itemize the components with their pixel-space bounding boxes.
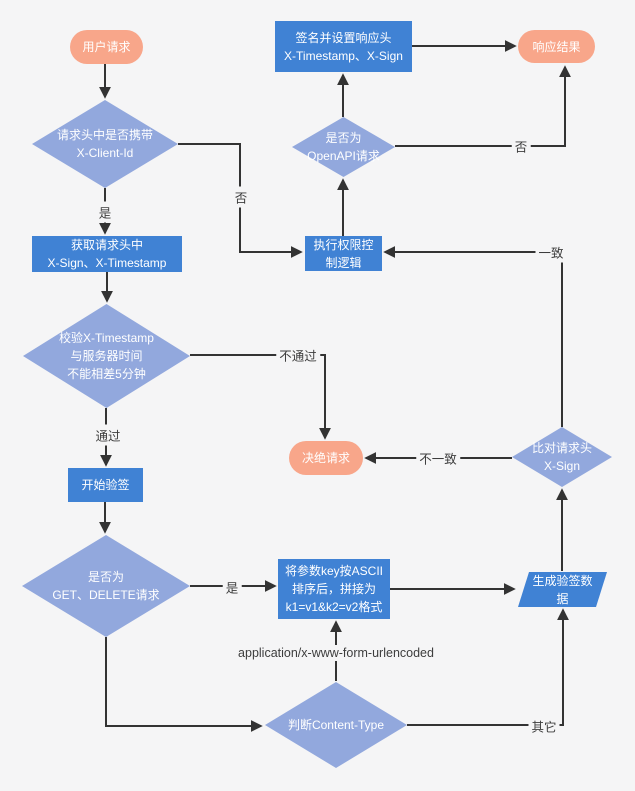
node-check-get-delete: 是否为 GET、DELETE请求: [22, 535, 190, 637]
node-start-verify: 开始验签: [68, 468, 143, 502]
edge-timestamp-fail-to-reject: [190, 354, 331, 440]
node-label: 请求头中是否携带 X-Client-Id: [56, 128, 153, 160]
node-permission-control: 执行权限控 制逻辑: [305, 236, 382, 271]
node-generate-sign-data: 生成验签数 据: [518, 572, 607, 607]
node-get-request-headers: 获取请求头中 X-Sign、X-Timestamp: [32, 236, 182, 272]
node-check-timestamp: 校验X-Timestamp 与服务器时间 不能相差5分钟: [23, 304, 190, 408]
edge-label-yes-method: 是: [222, 576, 242, 598]
edge-label-no-openapi: 否: [511, 135, 531, 157]
process-shape: [32, 236, 182, 272]
node-label: 生成验签数 据: [532, 573, 593, 606]
node-sort-params: 将参数key按ASCII 排序后，拼接为 k1=v1&k2=v2格式: [278, 559, 390, 619]
parallelogram-shape: [518, 572, 607, 607]
node-check-client-id: 请求头中是否携带 X-Client-Id: [32, 100, 178, 188]
edge-label-pass: 通过: [92, 424, 124, 446]
process-shape: [305, 236, 382, 271]
edge-contenttype-other-to-gendata: [407, 608, 569, 726]
terminal-shape: [289, 441, 363, 475]
process-shape: [278, 559, 390, 619]
node-check-content-type: 判断Content-Type: [265, 682, 407, 768]
node-reject-request: 决绝请求: [289, 441, 363, 475]
node-label: 判断Content-Type: [287, 718, 385, 732]
node-label: 将参数key按ASCII 排序后，拼接为 k1=v1&k2=v2格式: [284, 564, 384, 614]
node-response-result: 响应结果: [518, 30, 595, 63]
node-label: 执行权限控 制逻辑: [313, 237, 374, 270]
edge-label-match: 一致: [535, 241, 567, 263]
edge-comparesign-match-to-perm: [383, 246, 563, 427]
terminal-shape: [70, 30, 143, 64]
node-label: 是否为 GET、DELETE请求: [52, 570, 160, 602]
edge-openapi-no-to-result: [395, 65, 571, 147]
node-label: 开始验签: [81, 478, 130, 492]
node-label: 是否为 OpenAPI请求: [307, 131, 380, 163]
node-label: 用户请求: [82, 40, 131, 54]
node-label: 比对请求头 X-Sign: [531, 441, 592, 473]
edge-label-no-clientid: 否: [231, 186, 251, 208]
edge-label-mismatch: 不一致: [416, 447, 460, 469]
terminal-shape: [518, 30, 595, 63]
edge-label-other: 其它: [528, 715, 560, 737]
edge-label-fail: 不通过: [276, 344, 320, 366]
node-compare-x-sign: 比对请求头 X-Sign: [512, 427, 612, 487]
node-user-request: 用户请求: [70, 30, 143, 64]
edge-label-yes-clientid: 是: [95, 201, 115, 223]
process-shape: [68, 468, 143, 502]
node-label: 决绝请求: [301, 451, 350, 465]
process-shape: [275, 21, 412, 72]
node-label: 响应结果: [532, 39, 581, 54]
edge-method-to-contenttype: [105, 637, 263, 732]
node-label: 签名并设置响应头 X-Timestamp、X-Sign: [284, 30, 403, 63]
node-check-openapi: 是否为 OpenAPI请求: [292, 117, 395, 177]
node-label: 校验X-Timestamp 与服务器时间 不能相差5分钟: [59, 331, 154, 381]
edge-label-urlencoded: application/x-www-form-urlencoded: [235, 645, 437, 661]
node-sign-and-set-response-headers: 签名并设置响应头 X-Timestamp、X-Sign: [275, 21, 412, 72]
node-label: 获取请求头中 X-Sign、X-Timestamp: [47, 238, 167, 270]
